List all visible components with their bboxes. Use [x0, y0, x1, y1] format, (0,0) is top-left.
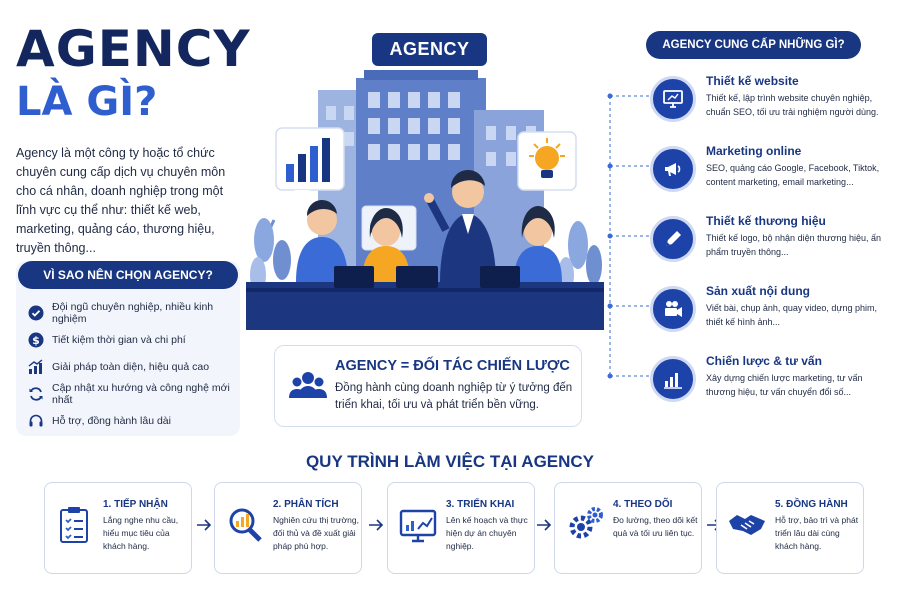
magnifier-icon — [229, 508, 262, 542]
service-title: Sản xuất nội dung — [706, 284, 810, 298]
person-3-illustration — [424, 169, 496, 282]
clipboard-icon — [60, 507, 88, 543]
chart-up-icon — [28, 358, 43, 374]
monitor-icon — [663, 90, 683, 108]
why-item-label: Cập nhật xu hướng và công nghệ mới nhất — [52, 381, 230, 406]
chart-card-illustration — [275, 127, 345, 200]
service-title: Marketing online — [706, 144, 802, 158]
dashboard-icon — [399, 509, 437, 543]
why-item: Đội ngũ chuyên nghiệp, nhiều kinh nghiệm — [28, 299, 236, 326]
main-subtitle: LÀ GÌ? — [16, 79, 158, 125]
dollar-icon: $ — [28, 332, 44, 347]
step-desc: Nghiên cứu thị trường, đối thủ và đề xuấ… — [273, 515, 359, 551]
gears-icon — [569, 507, 603, 539]
laptops-illustration — [334, 266, 520, 288]
service-desc: Thiết kế, lập trình website chuyên nghiệ… — [706, 93, 879, 117]
process-step: 4. THEO DÕI Đo lường, theo dõi kết quả v… — [554, 482, 702, 574]
strategy-title: AGENCY = ĐỐI TÁC CHIẾN LƯỢC — [335, 358, 570, 374]
step-desc: Hỗ trợ, bảo trì và phát triển lâu dài cù… — [775, 515, 859, 551]
person-4-illustration — [514, 206, 562, 282]
service-title: Thiết kế thương hiệu — [706, 214, 826, 228]
svg-text:$: $ — [32, 334, 40, 347]
step-desc: Lên kế hoạch và thực hiện dự án chuyên n… — [446, 515, 528, 551]
why-list: Đội ngũ chuyên nghiệp, nhiều kinh nghiệm… — [28, 299, 236, 434]
handshake-icon — [729, 515, 765, 535]
agency-tag: AGENCY — [372, 33, 487, 66]
intro-text: Agency là một công ty hoặc tổ chức chuyê… — [16, 146, 226, 255]
arrow-right-icon — [369, 519, 384, 531]
check-circle-icon — [28, 305, 44, 320]
services-heading: AGENCY CUNG CẤP NHỮNG GÌ? — [646, 31, 861, 59]
arrow-right-icon — [197, 519, 212, 531]
team-icon — [289, 372, 327, 398]
step-desc: Lắng nghe nhu cầu, hiểu mục tiêu của khá… — [103, 515, 179, 551]
process-step: 5. ĐỒNG HÀNH Hỗ trợ, bảo trì và phát tri… — [716, 482, 864, 574]
refresh-icon — [29, 386, 43, 401]
megaphone-icon — [665, 163, 681, 176]
headset-icon — [29, 414, 43, 426]
pen-icon — [666, 231, 681, 246]
why-item-label: Hỗ trợ, đồng hành lâu dài — [52, 414, 171, 427]
arrow-right-icon — [537, 519, 552, 531]
why-item: Cập nhật xu hướng và công nghệ mới nhất — [28, 380, 236, 407]
why-item-label: Tiết kiệm thời gian và chi phí — [52, 333, 186, 346]
service-badge — [650, 356, 696, 402]
lightbulb-card-illustration — [517, 131, 577, 191]
service-item: Thiết kế website Thiết kế, lập trình web… — [650, 70, 890, 134]
service-item: Chiến lược & tư vấn Xây dựng chiến lược … — [650, 350, 890, 414]
strategy-desc: Đồng hành cùng doanh nghiệp từ ý tưởng đ… — [335, 382, 573, 411]
why-panel: VÌ SAO NÊN CHỌN AGENCY? Đội ngũ chuyên n… — [16, 261, 240, 436]
service-item: Sản xuất nội dung Viết bài, chụp ảnh, qu… — [650, 280, 890, 344]
step-title: 2. PHÂN TÍCH — [273, 499, 339, 510]
process-title: QUY TRÌNH LÀM VIỆC TẠI AGENCY — [305, 452, 595, 471]
left-column: AGENCY LÀ GÌ? Agency là một công ty hoặc… — [16, 20, 251, 258]
why-item-label: Giải pháp toàn diện, hiệu quả cao — [52, 360, 210, 373]
office-illustration — [246, 70, 604, 330]
service-item: Thiết kế thương hiệu Thiết kế logo, bộ n… — [650, 210, 890, 274]
service-item: Marketing online SEO, quảng cáo Google, … — [650, 140, 890, 204]
main-title: AGENCY — [16, 20, 251, 78]
why-item: $ Tiết kiệm thời gian và chi phí — [28, 326, 236, 353]
bar-chart-icon — [664, 373, 682, 389]
service-desc: Viết bài, chụp ảnh, quay video, dựng phi… — [706, 303, 877, 327]
step-title: 3. TRIỂN KHAI — [446, 499, 515, 510]
service-title: Thiết kế website — [706, 74, 799, 88]
service-badge — [650, 146, 696, 192]
why-item: Giải pháp toàn diện, hiệu quả cao — [28, 353, 236, 380]
service-title: Chiến lược & tư vấn — [706, 354, 822, 368]
video-camera-icon — [665, 301, 682, 317]
service-desc: Thiết kế logo, bộ nhận diện thương hiệu,… — [706, 233, 882, 257]
process-step: 3. TRIỂN KHAI Lên kế hoạch và thực hiện … — [387, 482, 535, 574]
strategy-card: AGENCY = ĐỐI TÁC CHIẾN LƯỢC Đồng hành cù… — [274, 345, 582, 427]
service-desc: Xây dựng chiến lược marketing, tư vấn th… — [706, 373, 863, 397]
step-title: 1. TIẾP NHẬN — [103, 499, 168, 510]
process-step: 2. PHÂN TÍCH Nghiên cứu thị trường, đối … — [214, 482, 362, 574]
service-badge — [650, 76, 696, 122]
service-desc: SEO, quảng cáo Google, Facebook, Tiktok,… — [706, 163, 880, 187]
step-desc: Đo lường, theo dõi kết quả và tối ưu liê… — [613, 515, 698, 538]
process-step: 1. TIẾP NHẬN Lắng nghe nhu cầu, hiểu mục… — [44, 482, 192, 574]
why-item-label: Đội ngũ chuyên nghiệp, nhiều kinh nghiệm — [52, 300, 214, 325]
step-title: 4. THEO DÕI — [613, 499, 673, 510]
why-item: Hỗ trợ, đồng hành lâu dài — [28, 407, 236, 434]
why-heading: VÌ SAO NÊN CHỌN AGENCY? — [18, 261, 238, 289]
step-title: 5. ĐỒNG HÀNH — [775, 499, 848, 510]
services-connector-lines — [607, 93, 650, 379]
service-badge — [650, 286, 696, 332]
service-badge — [650, 216, 696, 262]
